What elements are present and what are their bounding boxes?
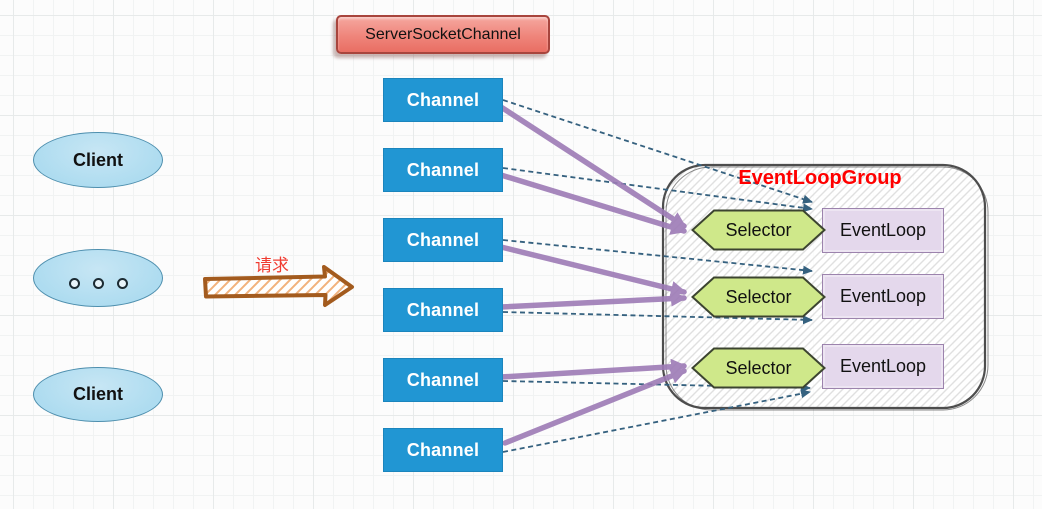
event-loop-group-title: EventLoopGroup [738, 167, 902, 189]
dot-icon [68, 277, 80, 289]
event-loop-label: EventLoop [839, 356, 927, 376]
channel-label: Channel [406, 299, 480, 320]
channel-box-1: Channel [383, 78, 503, 122]
purple-arrow-5 [498, 358, 687, 380]
event-loop-box-2: EventLoop [822, 274, 944, 319]
server-socket-channel-box: ServerSocketChannel [336, 15, 550, 54]
server-socket-channel-label: ServerSocketChannel [365, 25, 521, 43]
request-arrow-label: 请求 [255, 256, 289, 275]
event-loop-label: EventLoop [839, 286, 927, 306]
dot-icon [116, 277, 128, 289]
event-loop-box-1: EventLoop [822, 208, 944, 253]
selector-label: Selector [725, 357, 792, 378]
channel-label: Channel [406, 369, 480, 390]
channel-box-5: Channel [383, 358, 503, 402]
channel-label: Channel [406, 159, 480, 180]
event-loop-label: EventLoop [839, 220, 927, 240]
dot-icon [92, 277, 104, 289]
channel-label: Channel [406, 229, 480, 250]
channel-label: Channel [406, 439, 480, 460]
client-ellipse-more [33, 249, 163, 307]
selector-hexagon-2: Selector [691, 276, 826, 318]
channel-label: Channel [406, 89, 480, 110]
event-loop-box-3: EventLoop [822, 344, 944, 389]
ellipsis-dots [68, 277, 128, 289]
purple-arrow-4 [498, 290, 687, 310]
selector-label: Selector [725, 219, 792, 240]
channel-box-2: Channel [383, 148, 503, 192]
client-ellipse-bottom: Client [33, 367, 163, 422]
purple-arrow-3 [498, 244, 687, 297]
client-ellipse-top: Client [33, 132, 163, 188]
selector-label: Selector [725, 286, 792, 307]
purple-arrow-1 [498, 104, 687, 229]
purple-arrows [498, 104, 687, 446]
selector-hexagon-1: Selector [691, 209, 826, 251]
channel-box-6: Channel [383, 428, 503, 472]
client-bottom-label: Client [72, 384, 123, 404]
client-top-label: Client [72, 149, 123, 170]
channel-box-4: Channel [383, 288, 503, 332]
purple-arrow-2 [498, 172, 687, 235]
channel-box-3: Channel [383, 218, 503, 262]
purple-arrow-6 [502, 368, 687, 446]
dashed-arrow-6 [502, 389, 811, 453]
selector-hexagon-3: Selector [691, 347, 826, 389]
